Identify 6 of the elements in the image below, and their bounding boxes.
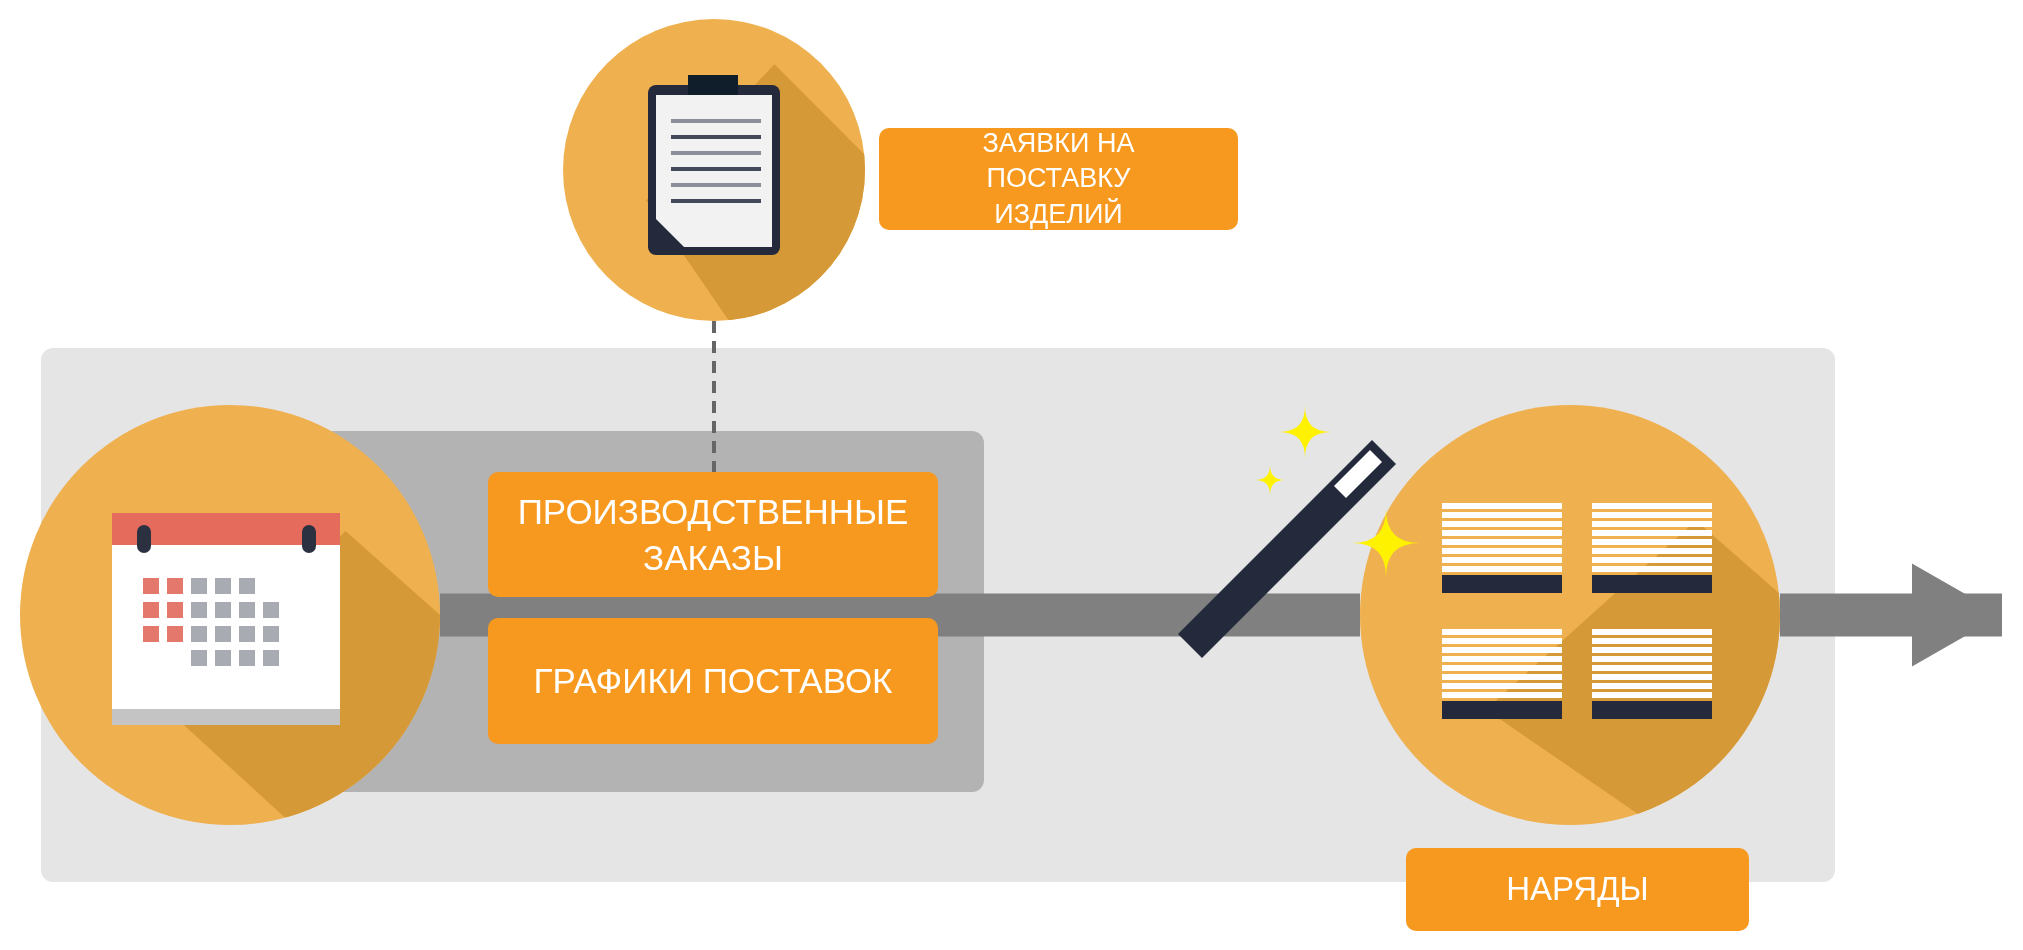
label-box: ПРОИЗВОДСТВЕННЫЕ ЗАКАЗЫ [488, 472, 938, 597]
label-box: ЗАЯВКИ НА ПОСТАВКУ ИЗДЕЛИЙ [879, 128, 1238, 230]
label-box: НАРЯДЫ [1406, 848, 1749, 931]
timeline-arrow [1780, 563, 2002, 667]
connector-line [712, 321, 716, 472]
label-box: ГРАФИКИ ПОСТАВОК [488, 618, 938, 744]
